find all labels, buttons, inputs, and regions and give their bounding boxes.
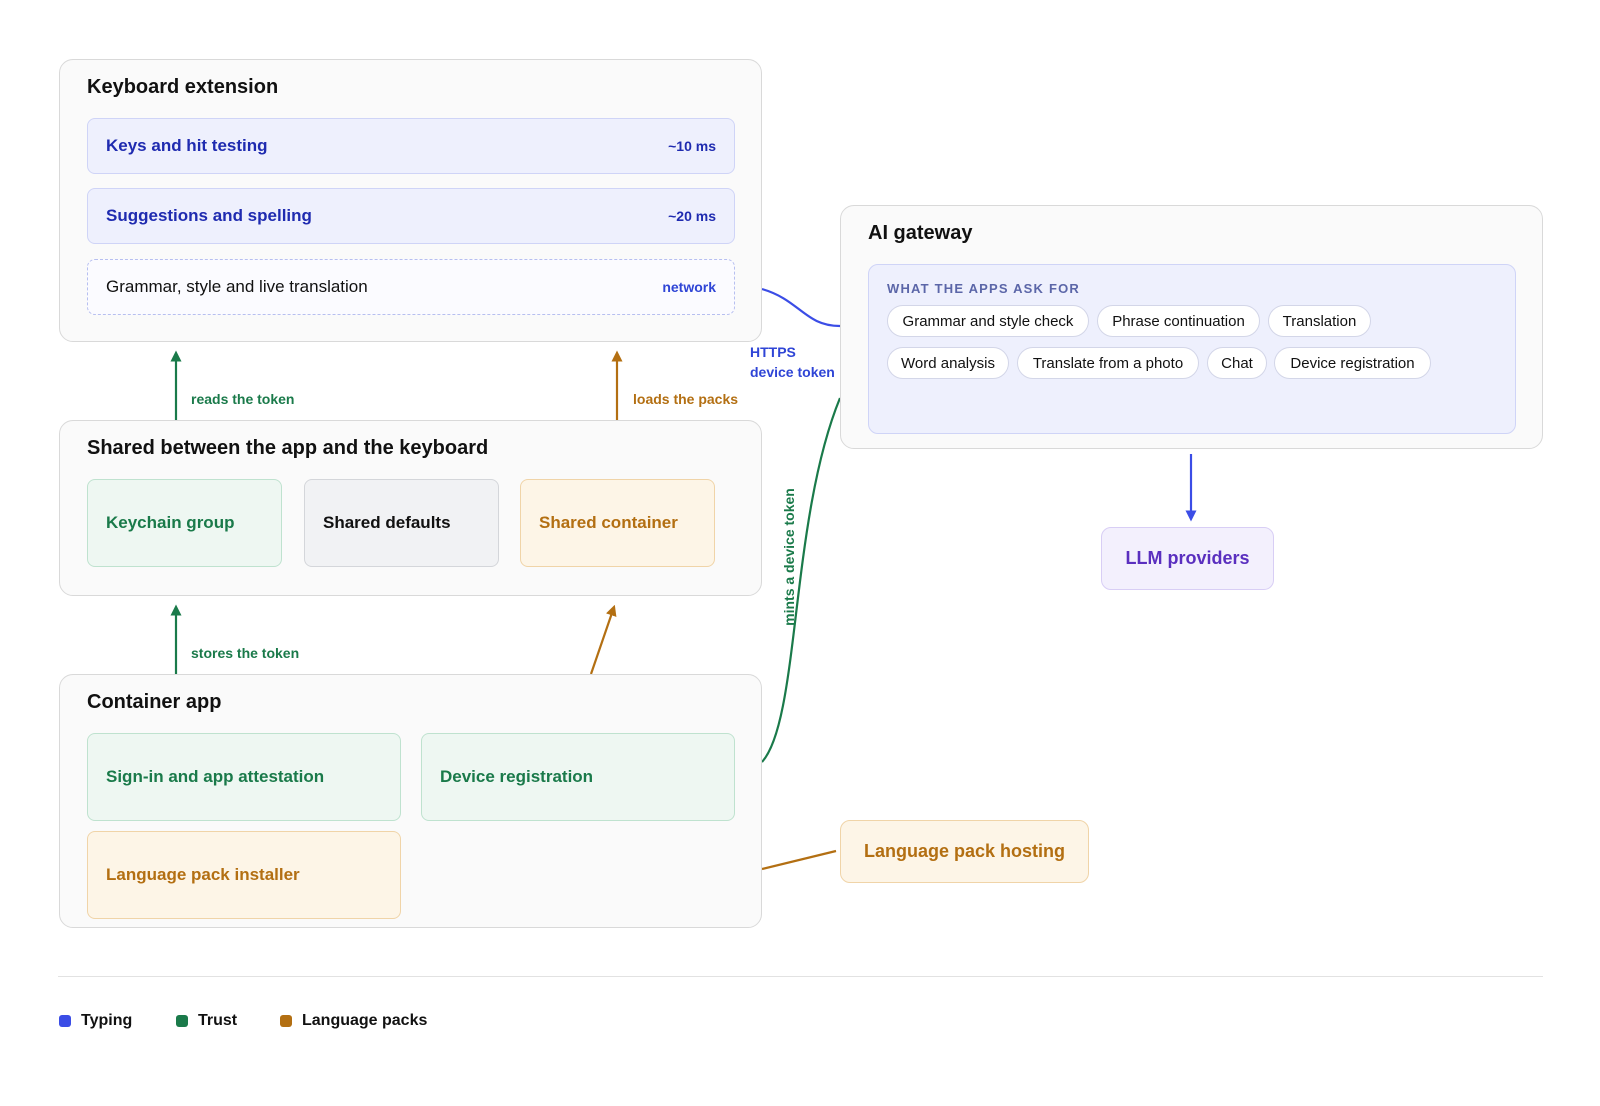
language-pack-hosting-node: Language pack hosting — [840, 820, 1089, 883]
legend-label: Typing — [81, 1012, 133, 1029]
suggestions-spelling-row: Suggestions and spelling ~20 ms — [87, 188, 735, 244]
hosting-connector — [761, 849, 837, 871]
chip-phrase-continuation: Phrase continuation — [1097, 305, 1260, 337]
keyboard-extension-title: Keyboard extension — [87, 76, 279, 98]
chip-translation: Translation — [1268, 305, 1371, 337]
chip-chat: Chat — [1207, 347, 1267, 379]
shared-container-tile: Shared container — [520, 479, 715, 567]
keys-hit-testing-row: Keys and hit testing ~10 ms — [87, 118, 735, 174]
legend-label: Language packs — [302, 1012, 428, 1029]
mints-token-connector — [761, 397, 842, 763]
installs-packs-arrow — [589, 604, 617, 675]
loads-packs-label: loads the packs — [633, 391, 739, 407]
grammar-translation-row: Grammar, style and live translation netw… — [87, 259, 735, 315]
mints-token-label: mints a device token — [781, 488, 797, 626]
legend-typing: Typing — [59, 1012, 132, 1030]
legend-divider — [58, 976, 1543, 977]
legend-trust: Trust — [176, 1012, 237, 1030]
chip-translate-photo: Translate from a photo — [1017, 347, 1199, 379]
chip-grammar-style: Grammar and style check — [887, 305, 1089, 337]
legend-label: Trust — [198, 1012, 238, 1029]
legend-swatch — [176, 1015, 188, 1027]
shared-title: Shared between the app and the keyboard — [87, 437, 489, 459]
requests-caption: WHAT THE APPS ASK FOR — [887, 281, 1080, 296]
container-app-box: Container app Sign-in and app attestatio… — [59, 674, 762, 928]
legend-swatch — [280, 1015, 292, 1027]
container-app-title: Container app — [87, 691, 222, 713]
device-token-label: device token — [750, 364, 835, 380]
stores-token-label: stores the token — [191, 645, 300, 661]
row-label: Keys and hit testing — [106, 136, 268, 155]
row-timing: network — [662, 279, 716, 295]
device-registration-tile: Device registration — [421, 733, 735, 821]
https-label: HTTPS — [750, 344, 796, 360]
ai-gateway-box: AI gateway WHAT THE APPS ASK FOR Grammar… — [840, 205, 1543, 449]
https-connector — [761, 287, 841, 328]
row-label: Suggestions and spelling — [106, 206, 312, 225]
keychain-group-tile: Keychain group — [87, 479, 282, 567]
row-timing: ~10 ms — [668, 138, 716, 154]
llm-providers-node: LLM providers — [1101, 527, 1274, 590]
row-timing: ~20 ms — [668, 208, 716, 224]
requests-panel: WHAT THE APPS ASK FOR Grammar and style … — [868, 264, 1516, 434]
legend-swatch — [59, 1015, 71, 1027]
reads-token-label: reads the token — [191, 391, 295, 407]
keyboard-extension-box: Keyboard extension Keys and hit testing … — [59, 59, 762, 342]
legend-language-packs: Language packs — [280, 1012, 427, 1030]
sign-in-attestation-tile: Sign-in and app attestation — [87, 733, 401, 821]
shared-box: Shared between the app and the keyboard … — [59, 420, 762, 596]
chip-word-analysis: Word analysis — [887, 347, 1009, 379]
chip-device-registration: Device registration — [1274, 347, 1431, 379]
language-pack-installer-tile: Language pack installer — [87, 831, 401, 919]
row-label: Grammar, style and live translation — [106, 277, 368, 296]
shared-defaults-tile: Shared defaults — [304, 479, 499, 567]
ai-gateway-title: AI gateway — [868, 222, 973, 244]
